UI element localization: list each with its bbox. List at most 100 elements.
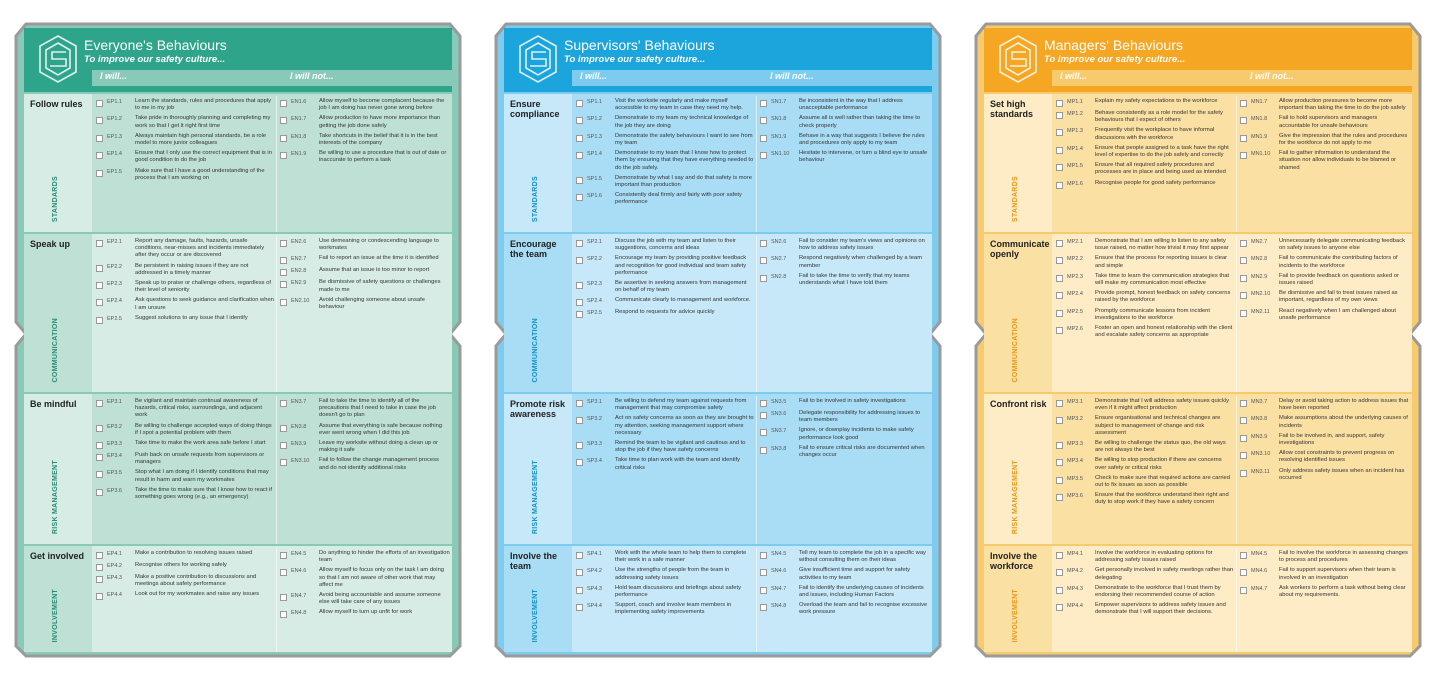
behaviour-checkbox[interactable] bbox=[760, 134, 767, 142]
behaviour-checkbox[interactable] bbox=[576, 569, 583, 577]
behaviour-checkbox[interactable] bbox=[1240, 569, 1247, 577]
behaviour-checkbox[interactable] bbox=[96, 552, 103, 559]
behaviour-checkbox[interactable] bbox=[576, 117, 583, 125]
behaviour-checkbox[interactable] bbox=[760, 240, 767, 247]
behaviour-checkbox[interactable] bbox=[576, 299, 583, 307]
behaviour-checkbox[interactable] bbox=[1240, 152, 1247, 160]
behaviour-checkbox[interactable] bbox=[1056, 569, 1063, 577]
behaviour-checkbox[interactable] bbox=[760, 446, 767, 454]
behaviour-checkbox[interactable] bbox=[1056, 274, 1063, 282]
behaviour-checkbox[interactable] bbox=[96, 316, 103, 324]
behaviour-checkbox[interactable] bbox=[760, 569, 767, 577]
behaviour-checkbox[interactable] bbox=[280, 298, 287, 306]
behaviour-checkbox[interactable] bbox=[576, 311, 583, 319]
behaviour-checkbox[interactable] bbox=[760, 274, 767, 282]
behaviour-checkbox[interactable] bbox=[280, 424, 287, 432]
behaviour-checkbox[interactable] bbox=[1240, 134, 1247, 142]
behaviour-checkbox[interactable] bbox=[1056, 552, 1063, 559]
behaviour-checkbox[interactable] bbox=[1056, 112, 1063, 119]
behaviour-checkbox[interactable] bbox=[1056, 476, 1063, 484]
behaviour-checkbox[interactable] bbox=[96, 576, 103, 583]
behaviour-checkbox[interactable] bbox=[96, 134, 103, 142]
behaviour-checkbox[interactable] bbox=[96, 282, 103, 290]
behaviour-checkbox[interactable] bbox=[760, 117, 767, 125]
behaviour-checkbox[interactable] bbox=[1240, 552, 1247, 559]
behaviour-checkbox[interactable] bbox=[1056, 442, 1063, 450]
behaviour-checkbox[interactable] bbox=[1056, 327, 1063, 335]
behaviour-checkbox[interactable] bbox=[96, 100, 103, 107]
behaviour-checkbox[interactable] bbox=[1056, 240, 1063, 247]
behaviour-checkbox[interactable] bbox=[280, 594, 287, 602]
behaviour-checkbox[interactable] bbox=[280, 152, 287, 160]
behaviour-checkbox[interactable] bbox=[760, 429, 767, 437]
behaviour-checkbox[interactable] bbox=[576, 100, 583, 107]
behaviour-checkbox[interactable] bbox=[1056, 400, 1063, 407]
behaviour-checkbox[interactable] bbox=[96, 240, 103, 247]
behaviour-checkbox[interactable] bbox=[1240, 240, 1247, 247]
behaviour-checkbox[interactable] bbox=[1056, 586, 1063, 594]
behaviour-checkbox[interactable] bbox=[1240, 309, 1247, 317]
behaviour-checkbox[interactable] bbox=[1056, 146, 1063, 154]
behaviour-checkbox[interactable] bbox=[280, 100, 287, 107]
behaviour-checkbox[interactable] bbox=[576, 586, 583, 594]
behaviour-checkbox[interactable] bbox=[576, 257, 583, 265]
behaviour-checkbox[interactable] bbox=[96, 593, 103, 601]
behaviour-checkbox[interactable] bbox=[96, 400, 103, 407]
behaviour-checkbox[interactable] bbox=[576, 417, 583, 425]
behaviour-checkbox[interactable] bbox=[576, 459, 583, 467]
behaviour-checkbox[interactable] bbox=[280, 240, 287, 247]
behaviour-checkbox[interactable] bbox=[96, 442, 103, 450]
behaviour-checkbox[interactable] bbox=[96, 424, 103, 432]
behaviour-checkbox[interactable] bbox=[1240, 400, 1247, 407]
behaviour-checkbox[interactable] bbox=[576, 176, 583, 184]
behaviour-checkbox[interactable] bbox=[760, 100, 767, 107]
behaviour-checkbox[interactable] bbox=[576, 152, 583, 160]
behaviour-checkbox[interactable] bbox=[1056, 164, 1063, 172]
behaviour-checkbox[interactable] bbox=[1240, 117, 1247, 125]
behaviour-checkbox[interactable] bbox=[576, 282, 583, 290]
behaviour-checkbox[interactable] bbox=[760, 152, 767, 160]
behaviour-checkbox[interactable] bbox=[280, 569, 287, 577]
behaviour-checkbox[interactable] bbox=[1056, 292, 1063, 300]
behaviour-checkbox[interactable] bbox=[1056, 494, 1063, 502]
behaviour-checkbox[interactable] bbox=[1056, 100, 1063, 107]
behaviour-checkbox[interactable] bbox=[760, 257, 767, 265]
behaviour-checkbox[interactable] bbox=[1240, 257, 1247, 265]
behaviour-checkbox[interactable] bbox=[280, 134, 287, 142]
behaviour-checkbox[interactable] bbox=[576, 442, 583, 450]
behaviour-checkbox[interactable] bbox=[1056, 129, 1063, 137]
behaviour-checkbox[interactable] bbox=[576, 400, 583, 407]
behaviour-checkbox[interactable] bbox=[280, 442, 287, 450]
behaviour-checkbox[interactable] bbox=[96, 454, 103, 462]
behaviour-checkbox[interactable] bbox=[1240, 469, 1247, 477]
behaviour-checkbox[interactable] bbox=[1240, 274, 1247, 282]
behaviour-checkbox[interactable] bbox=[1056, 417, 1063, 425]
behaviour-checkbox[interactable] bbox=[1240, 586, 1247, 594]
behaviour-checkbox[interactable] bbox=[1056, 309, 1063, 317]
behaviour-checkbox[interactable] bbox=[1056, 459, 1063, 467]
behaviour-checkbox[interactable] bbox=[96, 488, 103, 496]
behaviour-checkbox[interactable] bbox=[760, 586, 767, 594]
behaviour-checkbox[interactable] bbox=[280, 459, 287, 467]
behaviour-checkbox[interactable] bbox=[760, 412, 767, 419]
behaviour-checkbox[interactable] bbox=[96, 169, 103, 177]
behaviour-checkbox[interactable] bbox=[280, 611, 287, 619]
behaviour-checkbox[interactable] bbox=[576, 604, 583, 612]
behaviour-checkbox[interactable] bbox=[96, 471, 103, 479]
behaviour-checkbox[interactable] bbox=[576, 240, 583, 247]
behaviour-checkbox[interactable] bbox=[1240, 292, 1247, 300]
behaviour-checkbox[interactable] bbox=[1056, 181, 1063, 189]
behaviour-checkbox[interactable] bbox=[760, 604, 767, 612]
behaviour-checkbox[interactable] bbox=[576, 194, 583, 202]
behaviour-checkbox[interactable] bbox=[96, 264, 103, 272]
behaviour-checkbox[interactable] bbox=[280, 269, 287, 277]
behaviour-checkbox[interactable] bbox=[1056, 257, 1063, 265]
behaviour-checkbox[interactable] bbox=[280, 281, 287, 289]
behaviour-checkbox[interactable] bbox=[96, 117, 103, 125]
behaviour-checkbox[interactable] bbox=[576, 134, 583, 142]
behaviour-checkbox[interactable] bbox=[96, 564, 103, 571]
behaviour-checkbox[interactable] bbox=[96, 152, 103, 160]
behaviour-checkbox[interactable] bbox=[1240, 452, 1247, 460]
behaviour-checkbox[interactable] bbox=[280, 257, 287, 265]
behaviour-checkbox[interactable] bbox=[760, 552, 767, 559]
